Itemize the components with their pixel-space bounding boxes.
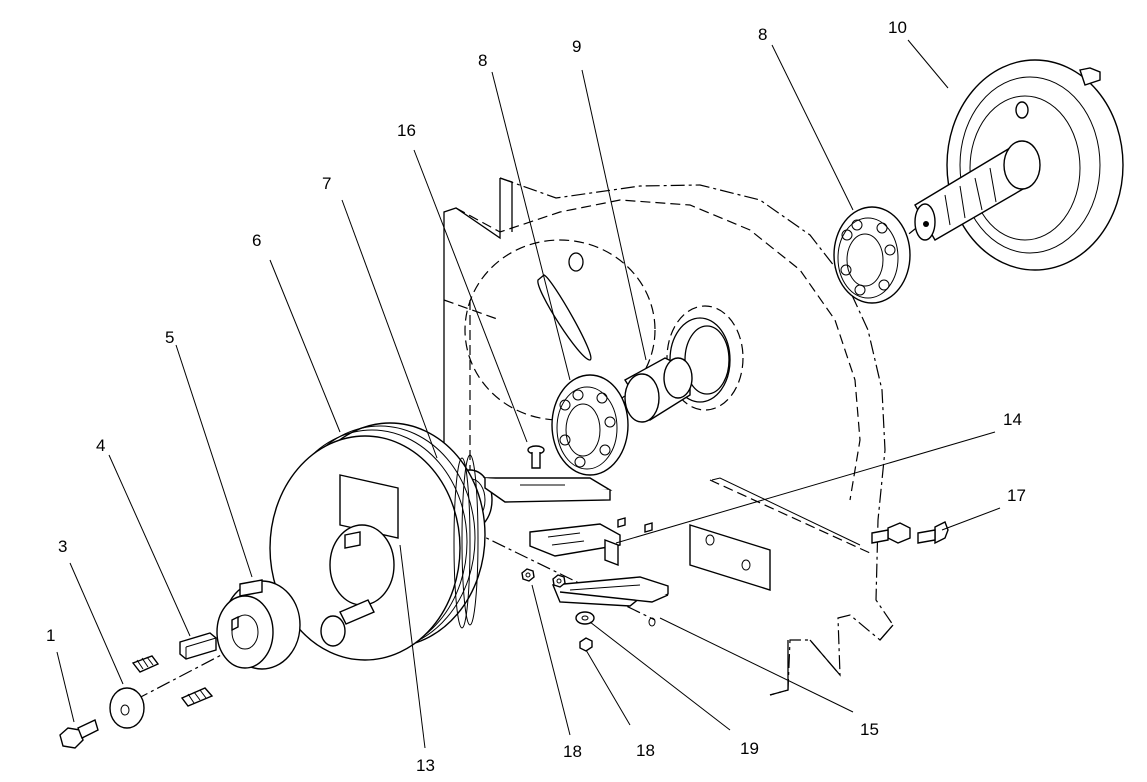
part-6-pulley xyxy=(269,422,486,661)
callout-16: 16 xyxy=(397,121,416,140)
part-15-plate xyxy=(551,576,669,627)
callout-17: 17 xyxy=(1007,486,1026,505)
part-9-sleeve xyxy=(624,357,693,423)
part-8-bearing-right xyxy=(833,206,911,304)
part-16-pin xyxy=(527,445,545,469)
leader-lines xyxy=(56,39,1001,749)
housing-plate xyxy=(443,177,894,696)
callout-19: 19 xyxy=(740,739,759,758)
callout-14: 14 xyxy=(1003,410,1022,429)
callout-18-right: 18 xyxy=(636,741,655,760)
callout-labels: 1 3 4 5 6 7 16 8 9 8 10 14 17 13 18 18 1… xyxy=(46,18,1026,775)
callout-1: 1 xyxy=(46,626,55,645)
part-5-bushing xyxy=(216,579,301,670)
callout-15: 15 xyxy=(860,720,879,739)
small-clips xyxy=(617,517,653,533)
part-3-washer xyxy=(109,687,145,729)
callout-8-middle: 8 xyxy=(478,51,487,70)
part-17-bolts xyxy=(871,521,949,545)
callout-4: 4 xyxy=(96,436,105,455)
callout-8-right: 8 xyxy=(758,25,767,44)
part-19-washer xyxy=(575,611,595,625)
callout-6: 6 xyxy=(252,231,261,250)
callout-9: 9 xyxy=(572,37,581,56)
part-8-bearing-middle xyxy=(551,374,629,476)
callout-18-left: 18 xyxy=(563,742,582,761)
callout-5: 5 xyxy=(165,328,174,347)
set-screws xyxy=(131,655,214,707)
part-18-nuts xyxy=(521,568,593,652)
part-1-bolt xyxy=(59,719,99,749)
part-4-key xyxy=(179,632,217,660)
callout-10: 10 xyxy=(888,18,907,37)
callout-7: 7 xyxy=(322,174,331,193)
callout-3: 3 xyxy=(58,537,67,556)
part-14-bracket xyxy=(482,477,621,567)
callout-13: 13 xyxy=(416,756,435,775)
part-10-rotor xyxy=(914,59,1124,271)
